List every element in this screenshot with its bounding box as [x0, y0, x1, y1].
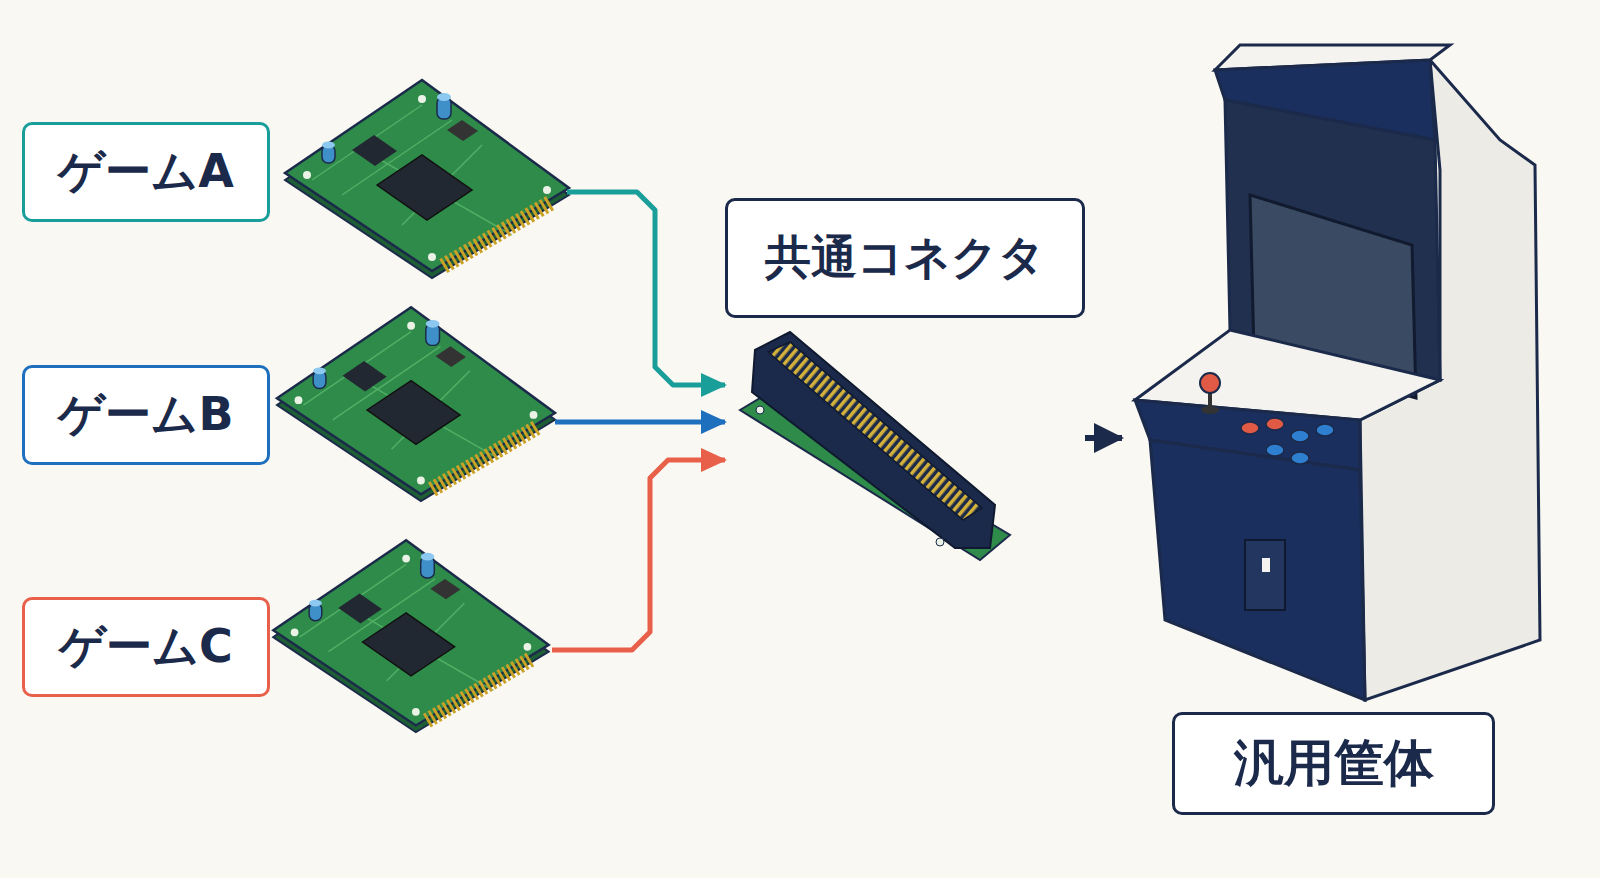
node-group: ゲームB — [22, 305, 555, 505]
node-group: 汎用筐体 — [1122, 40, 1562, 818]
node-group: 共通コネクタ — [725, 198, 1085, 580]
connector-arrow — [552, 460, 725, 650]
connector-arrow — [567, 192, 725, 385]
label-box: 汎用筐体 — [1172, 712, 1495, 815]
label-box: 共通コネクタ — [725, 198, 1085, 318]
connector-arrow — [555, 420, 725, 425]
label-box: ゲームA — [22, 122, 270, 222]
label-box: ゲームB — [22, 365, 270, 465]
label-box: ゲームC — [22, 597, 270, 697]
connector-arrow — [1085, 435, 1122, 441]
node-group: ゲームC — [22, 540, 552, 740]
node-group: ゲームA — [22, 80, 567, 275]
